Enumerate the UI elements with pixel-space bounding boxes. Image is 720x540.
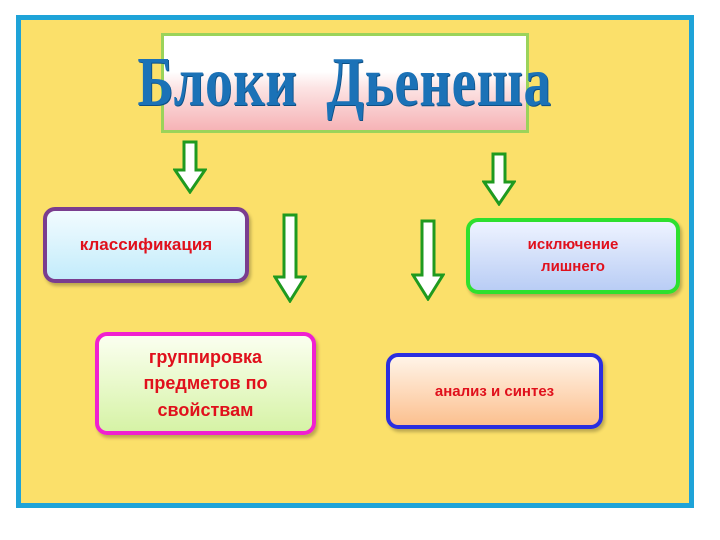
block-analysis: анализ и синтез [386,353,603,429]
block-grouping: группировка предметов по свойствам [95,332,316,435]
diagram-title: Блоки Дьенеша [137,44,553,121]
block-exclusion: исключение лишнего [466,218,680,294]
block-classification-label: классификация [79,235,213,254]
down-arrow-icon [273,213,307,303]
block-classification: классификация [43,207,249,283]
down-arrow-icon [482,152,516,206]
block-exclusion-label: исключение лишнего [527,235,619,276]
block-analysis-label: анализ и синтез [434,382,555,400]
title-box: Блоки Дьенеша [138,33,551,133]
down-arrow-icon [411,219,445,301]
block-grouping-label: группировка предметов по свойствам [143,347,268,420]
down-arrow-icon [173,140,207,194]
